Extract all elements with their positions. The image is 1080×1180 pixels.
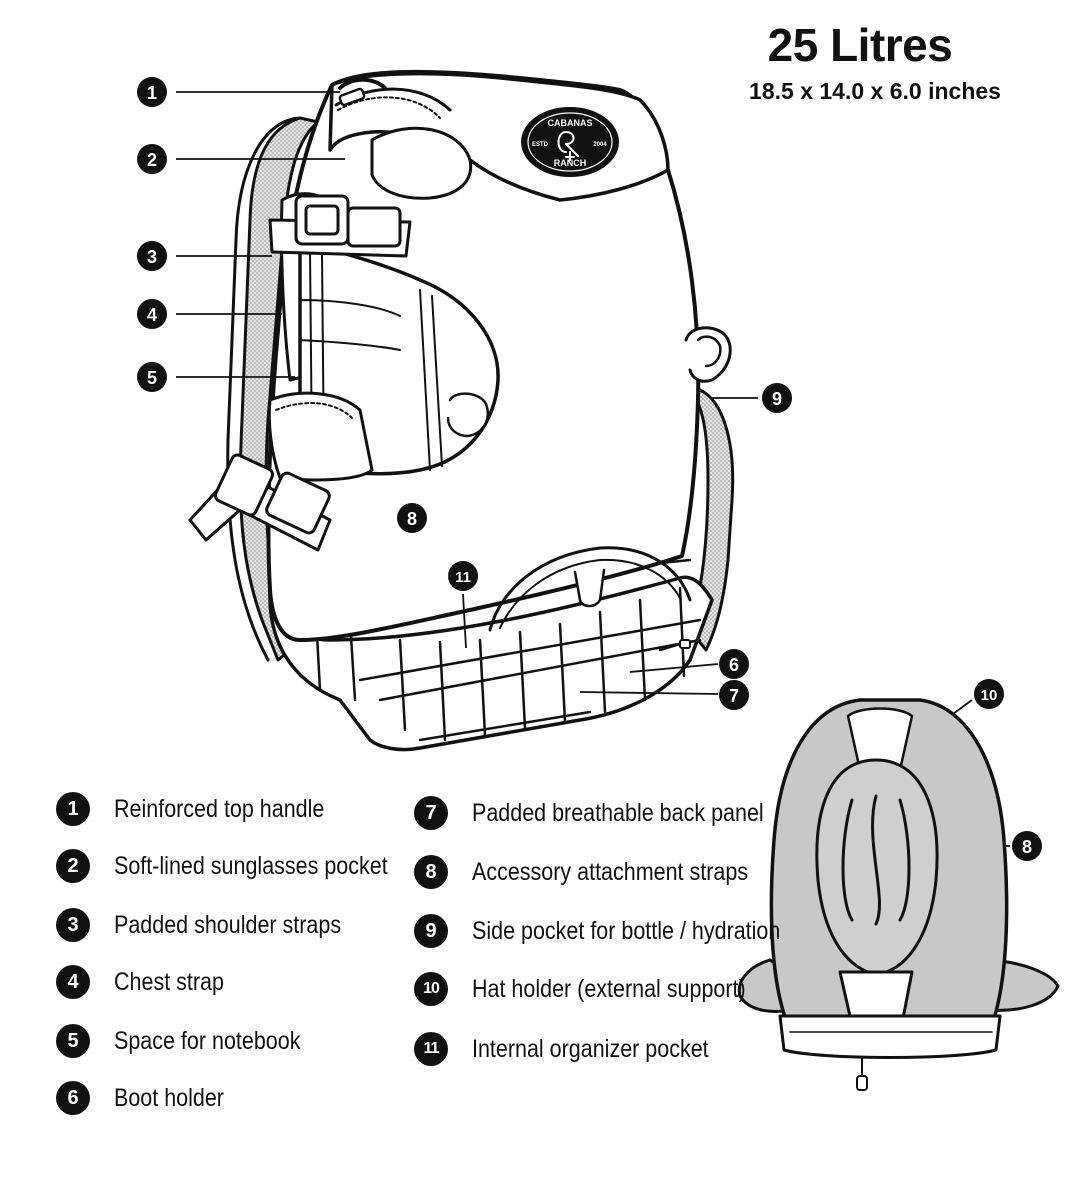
callout-marker-4: 4	[137, 299, 167, 329]
legend-number-badge: 8	[414, 855, 448, 889]
legend-number-badge: 11	[414, 1032, 448, 1066]
svg-text:11: 11	[455, 569, 471, 586]
callout-marker-9: 9	[762, 383, 792, 413]
callout-marker-8-front: 8	[397, 503, 427, 533]
legend-label: Padded breathable back panel	[472, 798, 764, 827]
legend-item-4: 4 Chest strap	[56, 962, 242, 1002]
svg-text:7: 7	[729, 686, 739, 706]
small-front-pocket	[267, 391, 374, 482]
callout-marker-3: 3	[137, 241, 167, 271]
internal-organizer-pocket	[488, 546, 692, 632]
chest-strap	[268, 194, 412, 258]
callout-marker-7: 7	[719, 680, 749, 710]
legend-item-6: 6 Boot holder	[56, 1078, 242, 1118]
legend-item-3: 3 Padded shoulder straps	[56, 905, 378, 945]
legend-item-10: 10 Hat holder (external support)	[414, 969, 790, 1009]
legend-number-badge: 4	[56, 965, 90, 999]
logo-bottom-text: RANCH	[554, 158, 587, 168]
compression-strap	[188, 453, 332, 552]
legend-number-badge: 2	[56, 849, 90, 883]
legend-item-1: 1 Reinforced top handle	[56, 789, 359, 829]
legend-label: Space for notebook	[114, 1026, 301, 1055]
legend-number-badge: 1	[56, 792, 90, 826]
legend-number-badge: 3	[56, 908, 90, 942]
callout-marker-10: 10	[974, 679, 1004, 709]
logo-badge: CABANAS RANCH ESTD 2004	[521, 107, 619, 177]
legend-label: Internal organizer pocket	[472, 1034, 709, 1063]
callout-markers: 1 2 3 4 5 8 11 6 7 9 10 8	[137, 77, 1042, 861]
legend-label: Accessory attachment straps	[472, 857, 749, 886]
legend-label: Side pocket for bottle / hydration	[472, 916, 781, 945]
legend-item-11: 11 Internal organizer pocket	[414, 1029, 747, 1069]
legend-item-9: 9 Side pocket for bottle / hydration	[414, 911, 831, 951]
callout-marker-1: 1	[137, 77, 167, 107]
legend-number-badge: 9	[414, 914, 448, 948]
legend-number-badge: 7	[414, 796, 448, 830]
svg-text:6: 6	[729, 655, 739, 675]
callout-marker-11: 11	[448, 561, 478, 591]
legend-label: Chest strap	[114, 967, 224, 996]
legend-label: Boot holder	[114, 1083, 224, 1112]
leader-lines	[176, 91, 1010, 847]
svg-text:1: 1	[147, 83, 157, 103]
dimensions-subtitle: 18.5 x 14.0 x 6.0 inches	[749, 78, 1001, 104]
backpack-front-view: CABANAS RANCH ESTD 2004	[188, 69, 735, 752]
legend-number-badge: 6	[56, 1081, 90, 1115]
logo-right-text: 2004	[593, 142, 607, 148]
svg-text:2: 2	[147, 150, 157, 170]
legend-label: Padded shoulder straps	[114, 910, 342, 939]
legend-item-5: 5 Space for notebook	[56, 1021, 331, 1061]
legend-number-badge: 5	[56, 1024, 90, 1058]
callout-marker-2: 2	[137, 144, 167, 174]
callout-marker-8-back: 8	[1012, 831, 1042, 861]
legend-item-2: 2 Soft-lined sunglasses pocket	[56, 846, 432, 886]
logo-left-text: ESTD	[532, 142, 549, 148]
backpack-back-view	[737, 698, 1060, 1091]
svg-text:5: 5	[147, 368, 157, 388]
sunglasses-pocket	[370, 126, 473, 200]
svg-text:8: 8	[407, 509, 417, 529]
callout-marker-6: 6	[719, 649, 749, 679]
legend-number-badge: 10	[414, 972, 448, 1006]
legend-label: Reinforced top handle	[114, 794, 325, 823]
svg-text:9: 9	[772, 389, 782, 409]
side-d-ring	[684, 326, 732, 383]
svg-text:10: 10	[981, 687, 998, 704]
legend-item-7: 7 Padded breathable back panel	[414, 793, 811, 833]
svg-text:8: 8	[1022, 837, 1032, 857]
legend-label: Soft-lined sunglasses pocket	[114, 851, 388, 880]
legend-item-8: 8 Accessory attachment straps	[414, 852, 793, 892]
legend-label: Hat holder (external support)	[472, 974, 746, 1003]
capacity-title: 25 Litres	[767, 19, 953, 71]
svg-text:3: 3	[147, 247, 157, 267]
svg-text:4: 4	[147, 305, 157, 325]
logo-top-text: CABANAS	[548, 118, 593, 128]
callout-marker-5: 5	[137, 362, 167, 392]
